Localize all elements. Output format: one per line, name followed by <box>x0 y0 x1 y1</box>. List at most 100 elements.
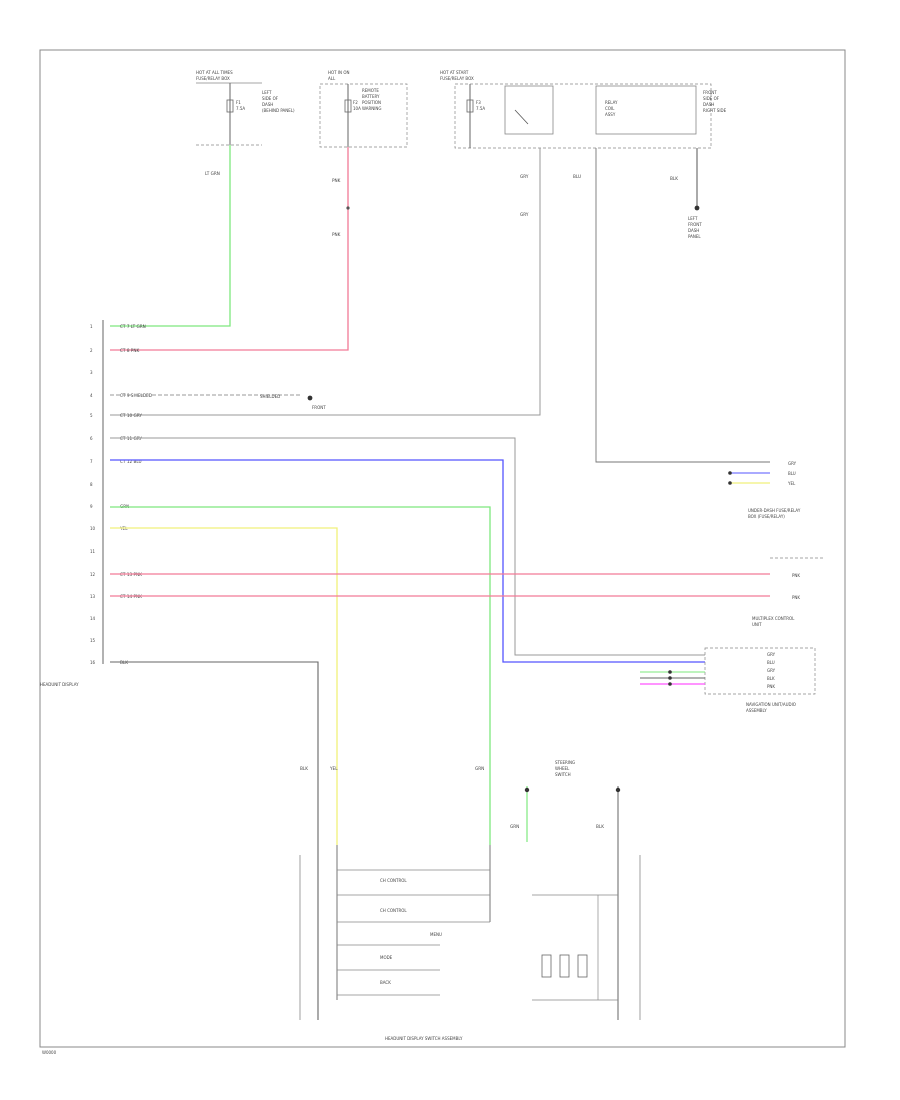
multiplex-label-1: MULTIPLEX CONTROL <box>752 616 795 621</box>
relay-note-2: COIL <box>605 106 615 111</box>
pin-6: 6 <box>90 436 93 441</box>
relay-note-3: ASSY <box>605 112 616 117</box>
fuse-box-3-fuse-label: F3 <box>476 100 481 105</box>
wire-label-pnk-1: PNK <box>332 178 341 183</box>
fuse-box-3-outline <box>454 83 712 149</box>
under-dash-label-2: BOX (FUSE/RELAY) <box>748 514 785 519</box>
shield-ground-icon <box>307 395 313 401</box>
fuse-box-2-note-4: WARNING <box>362 106 382 111</box>
under-dash-label-1: UNDER-DASH FUSE/RELAY <box>748 508 801 513</box>
wire-code-3: CT 9 SHIELDED <box>120 393 152 398</box>
wire-code-1: CT 7 LT GRN <box>120 324 146 329</box>
resistor-icon <box>577 954 588 978</box>
relay-side-note-1: FRONT <box>703 90 717 95</box>
under-dash-pin-icon <box>728 471 732 475</box>
nav-pin-icon <box>668 670 672 674</box>
module-wire-label-1: GRN <box>510 824 519 829</box>
figure-code: W0000 <box>42 1050 57 1055</box>
multiplex-row-2: PNK <box>792 595 800 600</box>
wire-label-gry-2: GRY <box>520 212 529 217</box>
top-fuse-box-3: HOT AT START FUSE/RELAY BOX F3 7.5A RELA… <box>440 70 727 149</box>
module-label-2: WHEEL <box>555 766 570 771</box>
diagram-frame <box>39 49 846 1048</box>
wire-label-blk: BLK <box>670 176 678 181</box>
nav-label-2: ASSEMBLY <box>746 708 767 713</box>
nav-label-1: NAVIGATION UNIT/AUDIO <box>746 702 796 707</box>
under-dash-row-3: YEL <box>787 481 796 486</box>
nav-row-3: GRY <box>767 668 776 673</box>
module-terminal-icon <box>524 787 530 793</box>
switch-assembly-label: HEADUNIT DISPLAY SWITCH ASSEMBLY <box>385 1036 463 1041</box>
switch-assembly: BLK YEL GRN CH CONTROL CH CONTROL MENU M… <box>299 766 641 1041</box>
fuse-box-2-sub: ALL <box>328 76 336 81</box>
wire-pnk <box>110 147 349 351</box>
shield-label: SHIELDED <box>260 394 280 399</box>
resistor-icon <box>559 954 570 978</box>
fuse-box-2-note-1: REMOTE <box>362 88 379 93</box>
wire-label-gry-1: GRY <box>520 174 529 179</box>
fuse-box-2-note-3: POSITION <box>362 100 381 105</box>
nav-outline <box>704 647 816 695</box>
splice-dot <box>346 206 350 210</box>
pin-9: 9 <box>90 504 93 509</box>
fuse-3-symbol <box>466 99 474 113</box>
pin-3: 3 <box>90 370 93 375</box>
pin-8: 8 <box>90 482 93 487</box>
nav-row-5: PNK <box>767 684 775 689</box>
relay-side-note-3: DASH <box>703 102 714 107</box>
wire-label-blu: BLU <box>573 174 581 179</box>
switch-wire-label-grn: GRN <box>475 766 484 771</box>
ground-point-icon <box>694 205 700 211</box>
wire-label-lt-grn: LT GRN <box>205 171 220 176</box>
switch-label-4: MODE <box>380 955 393 960</box>
ground-label-2: FRONT <box>688 222 702 227</box>
shield-ground-label: FRONT <box>312 405 326 410</box>
fuse-box-1-note-1: LEFT <box>262 90 272 95</box>
pin-13: 13 <box>90 594 96 599</box>
pin-14: 14 <box>90 616 96 621</box>
fuse-box-3-sub: FUSE/RELAY BOX <box>440 76 474 81</box>
module-wire-label-2: BLK <box>596 824 604 829</box>
wire-gry-relay <box>110 148 541 416</box>
ground-label-4: PANEL <box>688 234 701 239</box>
fuse-box-1-header: HOT AT ALL TIMES <box>196 70 233 75</box>
fuse-2-symbol <box>344 99 352 113</box>
fuse-box-1-note-3: DASH <box>262 102 273 107</box>
left-connector: HEADUNIT DISPLAY 1 2 3 4 5 6 7 8 9 10 11… <box>40 320 152 687</box>
switch-label-1: CH CONTROL <box>380 878 407 883</box>
fuse-box-3-header: HOT AT START <box>440 70 469 75</box>
pin-16: 16 <box>90 660 96 665</box>
switch-label-3: MENU <box>430 932 442 937</box>
multiplex-label-2: UNIT <box>752 622 762 627</box>
top-fuse-box-1: HOT AT ALL TIMES FUSE/RELAY BOX F1 7.5A … <box>196 70 295 146</box>
fuse-box-1-fuse-rating: 7.5A <box>236 106 245 111</box>
top-fuse-box-2: HOT IN ON ALL F2 10A REMOTE BATTERY POSI… <box>319 70 408 148</box>
fuse-box-1-sub: FUSE/RELAY BOX <box>196 76 230 81</box>
fuse-box-2-fuse-rating: 10A <box>353 106 361 111</box>
module-label-3: SWITCH <box>555 772 571 777</box>
module-label-1: STEERING <box>555 760 575 765</box>
pin-11: 11 <box>90 549 96 554</box>
relay-coil-box <box>595 85 697 135</box>
wire-grn <box>110 506 491 845</box>
under-dash-row-2: BLU <box>788 471 796 476</box>
wire-label-pnk-2: PNK <box>332 232 341 237</box>
headunit-display-label: HEADUNIT DISPLAY <box>40 682 79 687</box>
module-terminal-icon <box>615 787 621 793</box>
switch-wire-label-yel: YEL <box>329 766 338 771</box>
nav-row-1: GRY <box>767 652 776 657</box>
ground-label-1: LEFT <box>688 216 698 221</box>
relay-side-note-4: RIGHT SIDE <box>703 108 727 113</box>
wire-blu <box>110 459 705 663</box>
nav-row-4: BLK <box>767 676 775 681</box>
switch-label-5: BACK <box>380 980 391 985</box>
pin-5: 5 <box>90 413 93 418</box>
pin-4: 4 <box>90 393 93 398</box>
wire-yel <box>110 527 338 845</box>
wire-code-2: CT 8 PNK <box>120 348 139 353</box>
relay-note-1: RELAY <box>605 100 618 105</box>
nav-row-2: BLU <box>767 660 775 665</box>
under-dash-box: GRY BLU YEL UNDER-DASH FUSE/RELAY BOX (F… <box>728 461 801 519</box>
switch-label-2: CH CONTROL <box>380 908 407 913</box>
fuse-box-2-header: HOT IN ON <box>328 70 349 75</box>
